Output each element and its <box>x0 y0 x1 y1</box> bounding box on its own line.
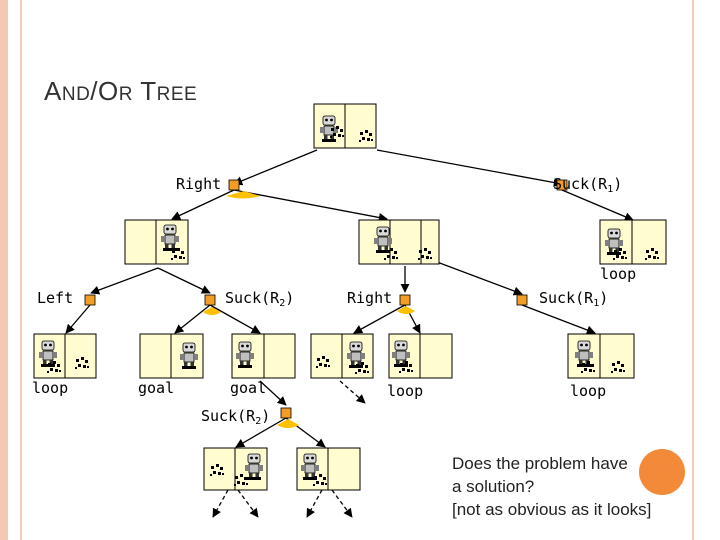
outcome-labels: loop goal goal loop loop <box>32 379 606 400</box>
label-loop-top: loop <box>600 265 636 283</box>
edge-suck-r2-to-leaf-a <box>235 417 287 448</box>
dashed-edge-5 <box>331 489 353 518</box>
edge-suck-r1-to-state <box>521 304 596 335</box>
frame-left-line <box>20 0 22 540</box>
outcome-loop-1: loop <box>32 379 68 397</box>
and-arc-suck-r2 <box>203 307 221 315</box>
state-root <box>313 103 377 149</box>
unexplored-edges <box>212 380 366 518</box>
state-l3-b <box>296 447 361 491</box>
state-l1-b <box>358 219 440 265</box>
edge-left-to-state <box>65 304 91 334</box>
label-suck-r1-2: Suck(R1) <box>539 289 608 309</box>
or-node-right-2 <box>399 294 411 306</box>
label-left: Left <box>37 289 73 307</box>
dashed-edge-1 <box>339 380 366 404</box>
or-nodes <box>84 179 568 419</box>
and-arc-right-2 <box>397 306 415 314</box>
frame-left-band <box>0 0 8 540</box>
dashed-edge-2 <box>212 489 229 518</box>
state-nodes <box>33 103 667 491</box>
edge-right2-to-state-a <box>353 304 406 334</box>
action-labels: Right Suck(R1) Left Suck(R2) Right loop … <box>37 175 636 427</box>
outcome-loop-2: loop <box>387 382 423 400</box>
edge-suck-r2-to-goal2 <box>209 304 261 334</box>
tree-edges <box>65 149 634 448</box>
note-line-3: [not as obvious as it looks] <box>452 500 652 519</box>
outcome-goal-1: goal <box>138 379 174 397</box>
state-l2-d <box>567 333 635 379</box>
edge-root-suck <box>376 149 563 187</box>
and-arc-suck-r2-2 <box>277 419 299 428</box>
label-right-2: Right <box>347 289 392 307</box>
or-node-suck-r1-2 <box>516 294 528 306</box>
or-node-left <box>84 294 96 306</box>
edge-right-to-state <box>171 189 235 220</box>
state-l1-a <box>124 219 189 265</box>
edge-to-left <box>90 267 159 295</box>
highlight-circle <box>639 449 685 495</box>
state-l2-goal-1 <box>139 333 204 379</box>
state-l2-c <box>388 333 453 379</box>
or-node-right <box>228 179 240 191</box>
question-note: Does the problem have a solution? [not a… <box>452 452 651 521</box>
label-suck-r1: Suck(R1) <box>553 175 622 195</box>
outcome-goal-2: goal <box>230 379 266 397</box>
note-line-2: a solution? <box>452 477 535 496</box>
label-right: Right <box>176 175 221 193</box>
frame-right-line <box>692 0 694 540</box>
outcome-loop-3: loop <box>570 382 606 400</box>
label-suck-r2-2: Suck(R2) <box>201 407 270 427</box>
label-suck-r2: Suck(R2) <box>225 289 294 309</box>
state-l1-c <box>599 219 667 265</box>
edge-root-right <box>233 149 318 186</box>
note-line-1: Does the problem have <box>452 454 628 473</box>
edge-to-suck-r1 <box>436 261 523 296</box>
edge-right-to-state-b <box>233 189 388 222</box>
state-l2-b <box>310 333 374 379</box>
or-node-suck-r2-2 <box>280 407 292 419</box>
dashed-edge-4 <box>306 489 323 518</box>
edge-goal-to-suck-r2 <box>259 380 287 406</box>
dashed-edge-3 <box>237 489 259 518</box>
edge-suck-to-state <box>561 189 634 222</box>
state-l3-a <box>203 447 268 491</box>
state-l2-a <box>33 333 97 379</box>
and-arcs <box>203 191 415 428</box>
page-title: AND/OR TREE <box>44 76 198 106</box>
edge-suck-r2-to-goal1 <box>174 304 211 334</box>
or-node-suck-r1 <box>556 179 568 191</box>
and-arc-right <box>226 191 260 199</box>
edge-to-suck-r2 <box>157 267 211 294</box>
or-node-suck-r2 <box>204 294 216 306</box>
state-l2-goal-2 <box>231 333 296 379</box>
